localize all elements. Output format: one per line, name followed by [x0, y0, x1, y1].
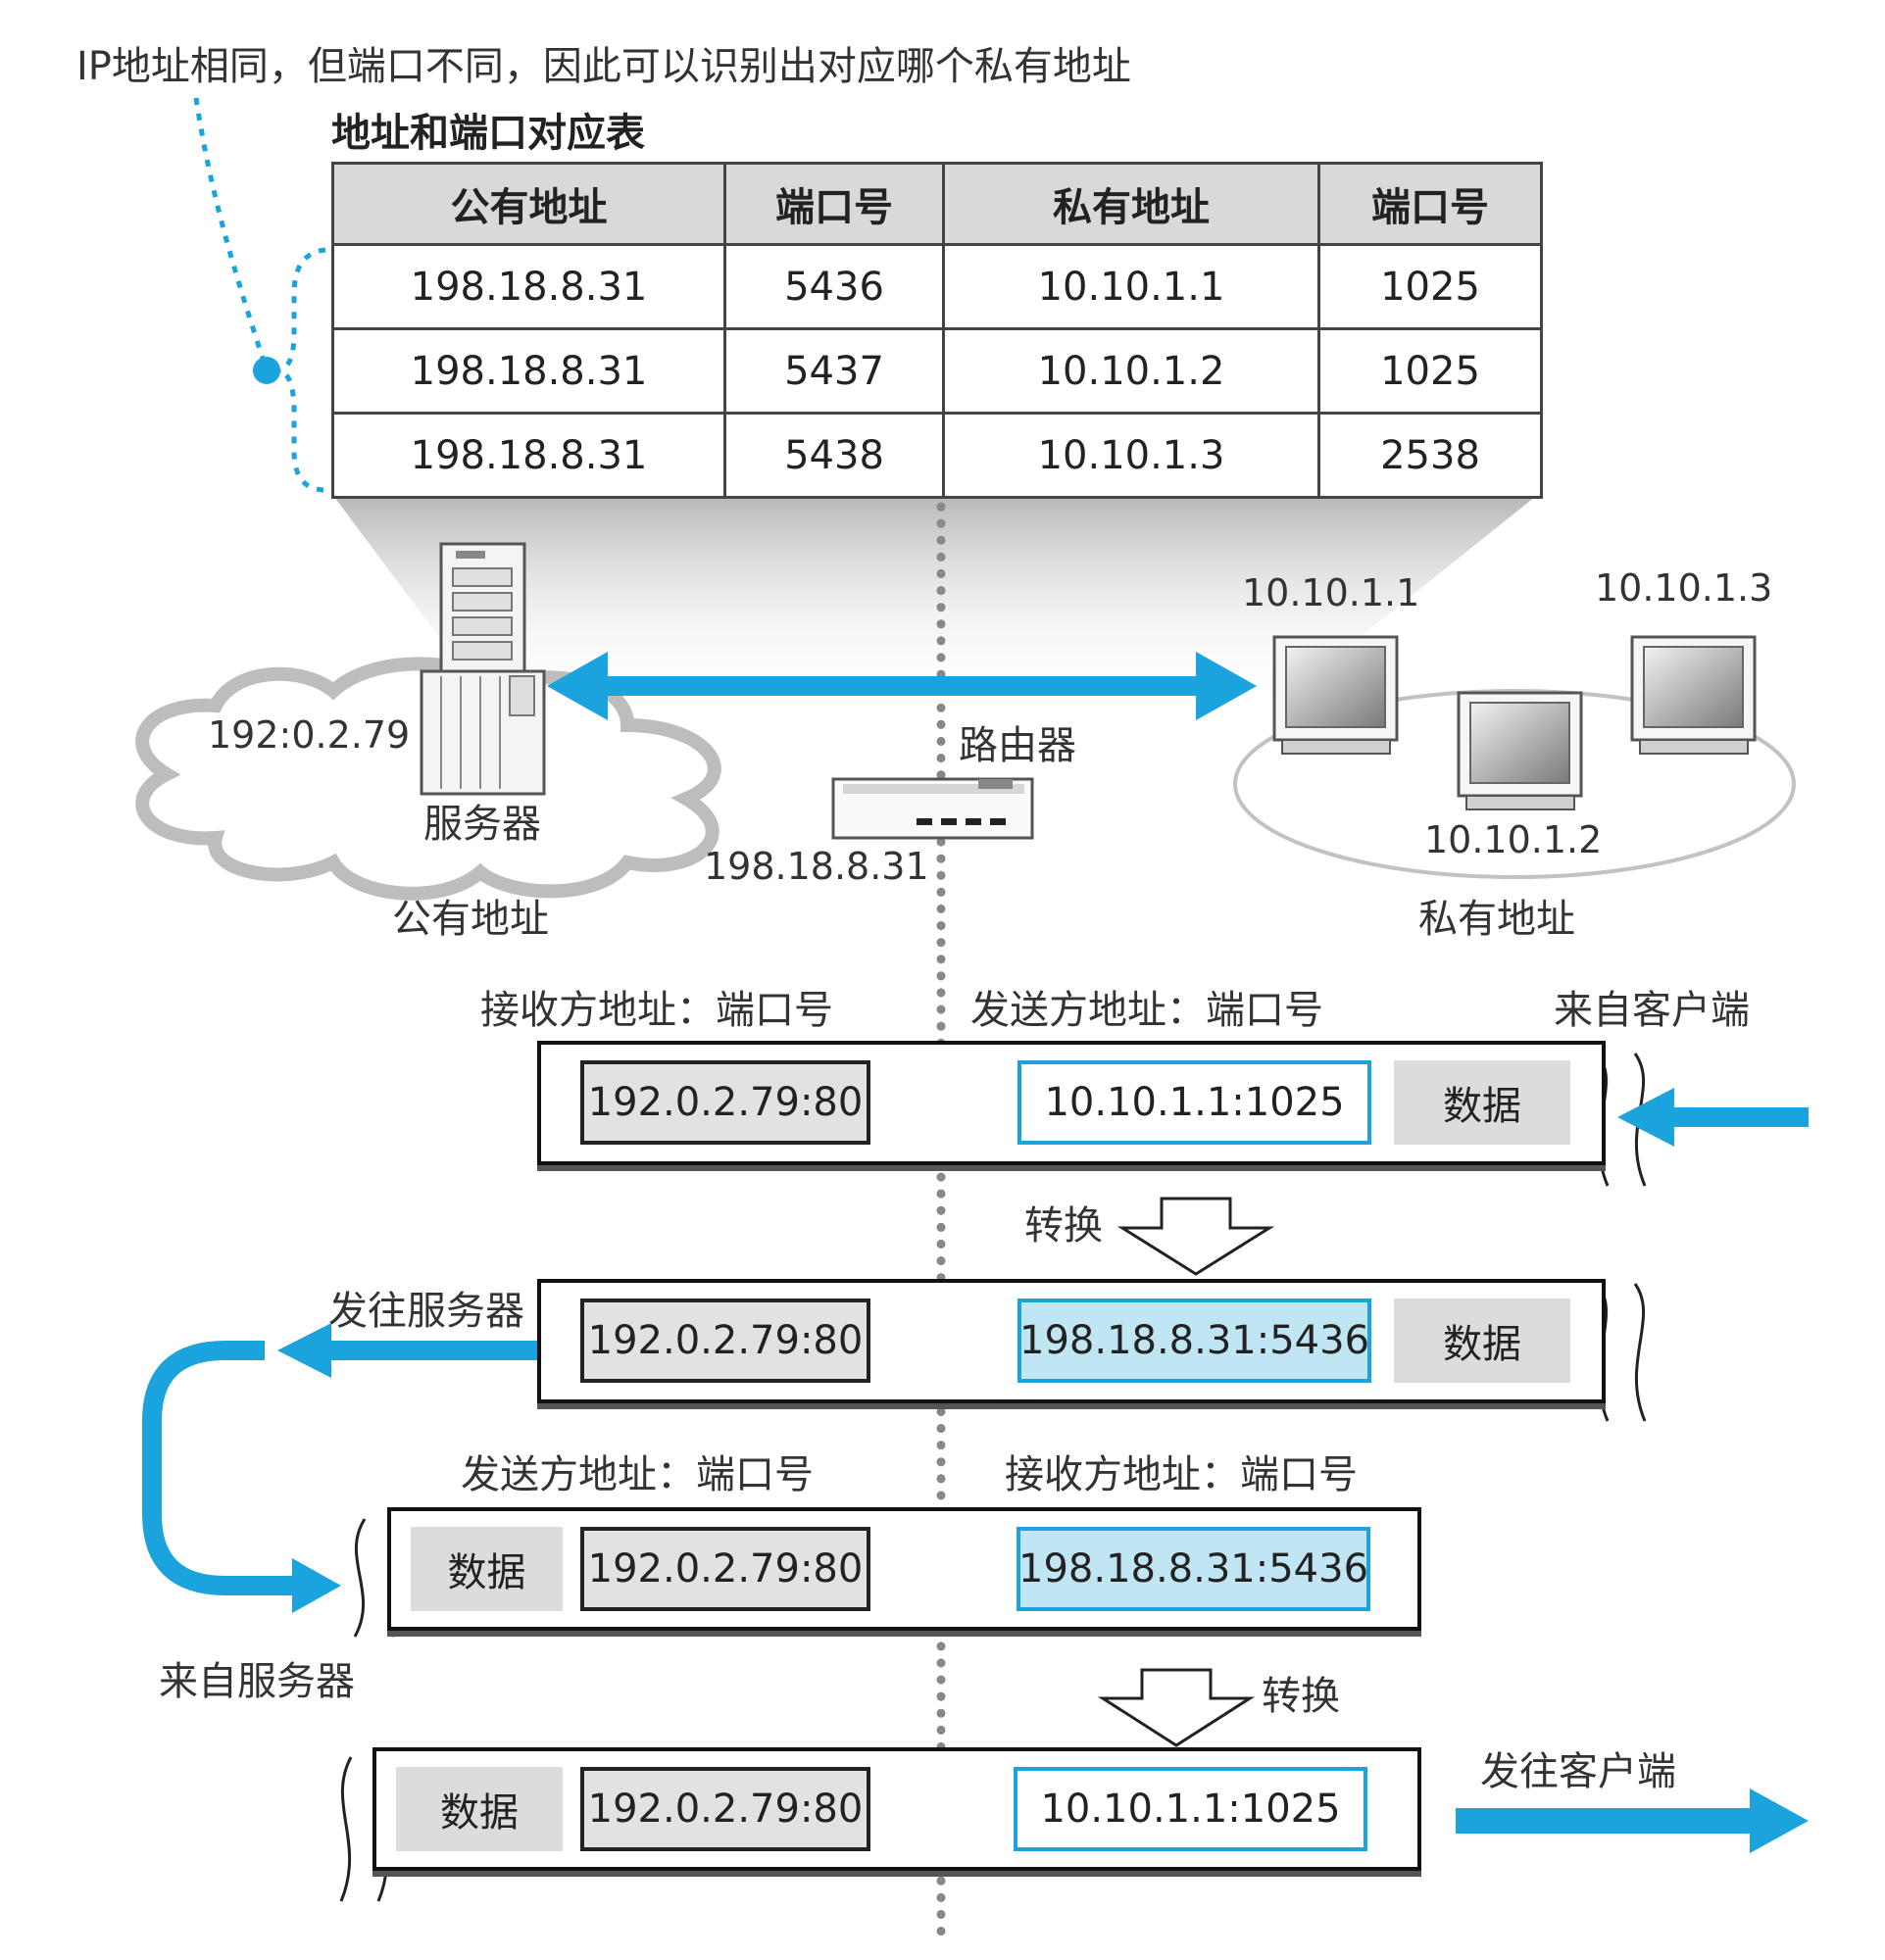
recv-header-1: 接收方地址：端口号 [480, 988, 833, 1033]
server-icon [420, 542, 546, 796]
pc-icon-3 [1630, 635, 1757, 755]
to-server-label: 发往服务器 [328, 1289, 524, 1334]
col-private-port: 端口号 [1317, 162, 1543, 246]
send-header-2: 发送方地址：端口号 [461, 1452, 814, 1497]
router-label: 路由器 [959, 723, 1076, 768]
table-row: 198.18.8.31 5437 10.10.1.2 1025 [331, 327, 1543, 415]
convert-label-2: 转换 [1262, 1674, 1340, 1719]
packet1-src: 10.10.1.1:1025 [1017, 1060, 1371, 1145]
packet4-data: 数据 [396, 1767, 563, 1851]
table-cell: 1025 [1317, 327, 1543, 415]
server-label: 服务器 [423, 802, 541, 847]
packet3-dest: 198.18.8.31:5436 [1017, 1527, 1370, 1611]
packet-3: 数据 192.0.2.79:80 198.18.8.31:5436 [387, 1507, 1421, 1631]
arrow-to-server [277, 1323, 539, 1378]
callout-note: IP地址相同，但端口不同，因此可以识别出对应哪个私有地址 [76, 44, 1131, 89]
table-cell: 10.10.1.1 [942, 243, 1320, 330]
from-server-label: 来自服务器 [159, 1659, 355, 1704]
convert-arrow-1 [1116, 1197, 1275, 1276]
packet1-data: 数据 [1394, 1060, 1570, 1145]
packet3-tear [353, 1518, 367, 1638]
packet2-dest: 192.0.2.79:80 [580, 1298, 870, 1383]
col-public-port: 端口号 [723, 162, 945, 246]
table-cell: 5437 [723, 327, 945, 415]
packet-1: 192.0.2.79:80 10.10.1.1:1025 数据 [537, 1041, 1606, 1165]
router-icon [831, 777, 1034, 840]
table-cell: 198.18.8.31 [331, 243, 726, 330]
arrow-from-client [1617, 1088, 1809, 1147]
table-zoom-funnel [331, 493, 1540, 706]
pc2-ip: 10.10.1.2 [1424, 818, 1603, 861]
callout-line [193, 97, 270, 371]
packet1-dest: 192.0.2.79:80 [580, 1060, 870, 1145]
packet4-tear [339, 1756, 353, 1902]
private-lan-ellipse [1233, 689, 1796, 879]
table-row: 198.18.8.31 5436 10.10.1.1 1025 [331, 243, 1543, 330]
table-cell: 198.18.8.31 [331, 327, 726, 415]
pc-icon-1 [1272, 635, 1399, 755]
router-ip: 198.18.8.31 [704, 845, 929, 888]
table-cell: 5438 [723, 412, 945, 499]
server-ip: 192:0.2.79 [208, 713, 411, 757]
packet3-data: 数据 [411, 1527, 563, 1611]
convert-label-1: 转换 [1024, 1203, 1103, 1249]
to-client-label: 发往客户端 [1480, 1749, 1676, 1794]
packet2-data: 数据 [1394, 1298, 1570, 1383]
from-client-label: 来自客户端 [1554, 988, 1750, 1033]
packet3-src: 192.0.2.79:80 [580, 1527, 870, 1611]
table-title: 地址和端口对应表 [331, 111, 645, 156]
table-cell: 10.10.1.2 [942, 327, 1320, 415]
packet-2: 192.0.2.79:80 198.18.8.31:5436 数据 [537, 1279, 1606, 1403]
packet2-src: 198.18.8.31:5436 [1017, 1298, 1371, 1383]
col-public-address: 公有地址 [331, 162, 726, 246]
server-uturn [142, 1341, 294, 1595]
table-cell: 198.18.8.31 [331, 412, 726, 499]
table-cell: 5436 [723, 243, 945, 330]
pc3-ip: 10.10.1.3 [1595, 566, 1773, 610]
packet4-src: 192.0.2.79:80 [580, 1767, 870, 1851]
callout-bracket [275, 247, 326, 493]
col-private-address: 私有地址 [942, 162, 1320, 246]
packet-4: 数据 192.0.2.79:80 10.10.1.1:1025 [372, 1747, 1421, 1871]
arrow-to-client [1456, 1788, 1809, 1853]
pc1-ip: 10.10.1.1 [1242, 571, 1420, 614]
packet4-dest: 10.10.1.1:1025 [1014, 1767, 1367, 1851]
callout-dot [253, 357, 280, 384]
arrow-from-server [292, 1558, 341, 1613]
convert-arrow-2 [1097, 1668, 1256, 1747]
public-zone-label: 公有地址 [392, 897, 549, 942]
table-cell: 2538 [1317, 412, 1543, 499]
pc-icon-2 [1457, 691, 1583, 810]
double-arrow [547, 652, 1257, 720]
private-zone-label: 私有地址 [1418, 897, 1575, 942]
table-cell: 10.10.1.3 [942, 412, 1320, 499]
table-header-row: 公有地址 端口号 私有地址 端口号 [331, 162, 1543, 246]
send-header-1: 发送方地址：端口号 [970, 988, 1323, 1033]
table-cell: 1025 [1317, 243, 1543, 330]
table-row: 198.18.8.31 5438 10.10.1.3 2538 [331, 412, 1543, 499]
recv-header-2: 接收方地址：端口号 [1005, 1452, 1358, 1497]
nat-mapping-table: 公有地址 端口号 私有地址 端口号 198.18.8.31 5436 10.10… [331, 162, 1543, 499]
